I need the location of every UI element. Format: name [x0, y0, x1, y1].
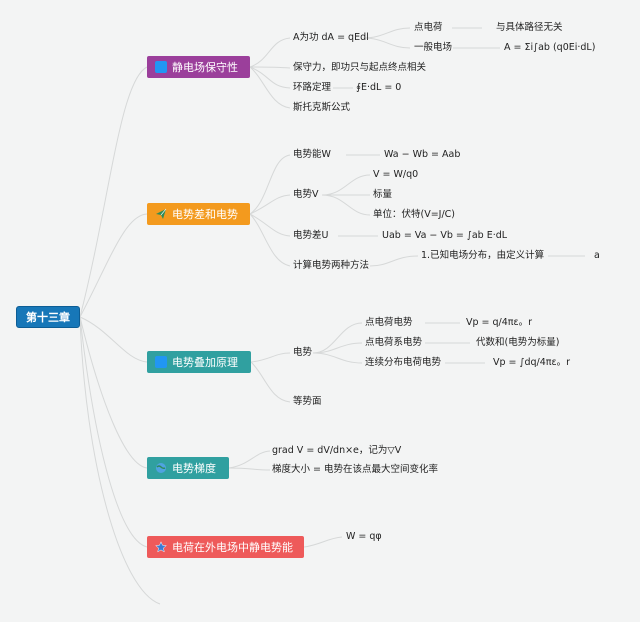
potential-energy-node[interactable]: 电势能W — [293, 149, 331, 160]
u-formula[interactable]: Uab = Va − Vb = ∫ab E·dL — [382, 230, 508, 241]
general-field-formula[interactable]: A = Σi∫ab (q0Ei·dL) — [504, 42, 596, 53]
branch-conservative-field[interactable]: 静电场保守性 — [147, 56, 250, 78]
work-node[interactable]: A为功 dA = qEdl — [293, 32, 369, 43]
point-potential-formula[interactable]: Vp = q/4πε。r — [466, 317, 533, 328]
unit-node[interactable]: 单位：伏特(V=J/C) — [373, 209, 456, 220]
v-formula[interactable]: V = W/q0 — [373, 169, 419, 180]
point-potential-node[interactable]: 点电荷电势 — [365, 317, 413, 328]
point-charge-node[interactable]: 点电荷 — [414, 22, 443, 33]
square-icon — [155, 61, 167, 73]
method-one-tail[interactable]: a — [594, 250, 600, 261]
equipotential-node[interactable]: 等势面 — [293, 396, 322, 407]
energy-formula[interactable]: Wa − Wb = Aab — [384, 149, 461, 160]
branch-label: 电荷在外电场中静电势能 — [172, 541, 293, 554]
potential-node[interactable]: 电势V — [293, 189, 319, 200]
method-one-node[interactable]: 1.已知电场分布，由定义计算 — [421, 250, 545, 261]
loop-theorem-node[interactable]: 环路定理 — [293, 82, 332, 93]
square-icon — [155, 356, 167, 368]
system-potential-node[interactable]: 点电荷系电势 — [365, 337, 423, 348]
paper-plane-icon — [155, 208, 167, 220]
root-node[interactable]: 第十三章 — [16, 306, 80, 328]
branch-superposition[interactable]: 电势叠加原理 — [147, 351, 251, 373]
gradient-magnitude-node[interactable]: 梯度大小 = 电势在该点最大空间变化率 — [272, 464, 438, 475]
calc-methods-node[interactable]: 计算电势两种方法 — [293, 260, 370, 271]
branch-label: 静电场保守性 — [172, 61, 238, 74]
branch-electrostatic-energy[interactable]: 电荷在外电场中静电势能 — [147, 536, 304, 558]
branch-potential-gradient[interactable]: 电势梯度 — [147, 457, 229, 479]
scalar-node[interactable]: 标量 — [373, 189, 393, 200]
continuous-potential-formula[interactable]: Vp = ∫dq/4πε。r — [493, 357, 571, 368]
loop-formula[interactable]: ∮E·dL = 0 — [356, 82, 402, 93]
stokes-node[interactable]: 斯托克斯公式 — [293, 102, 351, 113]
branch-potential-difference[interactable]: 电势差和电势 — [147, 203, 250, 225]
branch-label: 电势梯度 — [172, 462, 216, 475]
star-icon — [155, 541, 167, 553]
branch-label: 电势叠加原理 — [172, 356, 238, 369]
potential-node[interactable]: 电势 — [293, 347, 313, 358]
system-potential-note[interactable]: 代数和(电势为标量) — [476, 337, 560, 348]
energy-w-node[interactable]: W = qφ — [346, 531, 382, 542]
continuous-potential-node[interactable]: 连续分布电荷电势 — [365, 357, 442, 368]
branch-label: 电势差和电势 — [172, 208, 238, 221]
path-independent-node[interactable]: 与具体路径无关 — [496, 22, 563, 33]
globe-icon — [155, 462, 167, 474]
potential-difference-node[interactable]: 电势差U — [293, 230, 329, 241]
general-field-node[interactable]: 一般电场 — [414, 42, 453, 53]
gradient-definition-node[interactable]: grad V = dV/dn×e，记为▽V — [272, 445, 402, 456]
conservative-force-node[interactable]: 保守力，即功只与起点终点相关 — [293, 62, 427, 73]
